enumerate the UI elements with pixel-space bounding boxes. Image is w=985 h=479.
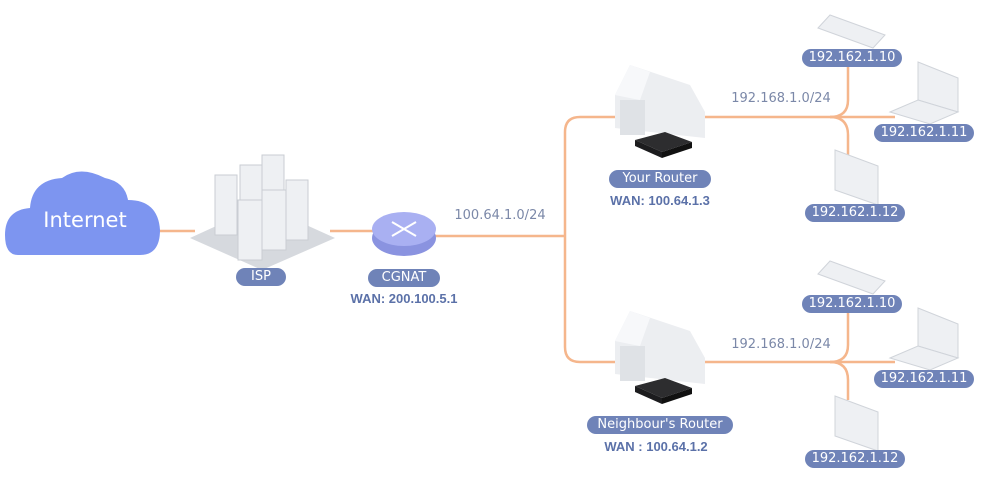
links xyxy=(158,67,895,400)
device-ip: 192.162.1.10 xyxy=(802,49,902,67)
cgnat-wan: WAN: 200.100.5.1 xyxy=(350,291,458,306)
neighbour-house-icon xyxy=(615,311,705,384)
internet-label: Internet xyxy=(43,208,127,232)
link-trunk-routers xyxy=(563,115,615,364)
laptop-base-icon xyxy=(888,345,960,371)
your-lan-subnet: 192.168.1.0/24 xyxy=(731,91,831,106)
neighbour-router-label: Neighbour's Router xyxy=(587,416,733,434)
device-ip: 192.162.1.10 xyxy=(802,295,902,313)
neighbour-lan-subnet: 192.168.1.0/24 xyxy=(731,337,831,352)
monitor-icon xyxy=(834,149,879,206)
device-ip: 192.162.1.12 xyxy=(805,204,905,222)
phone-icon xyxy=(817,260,886,295)
internet-cloud-icon xyxy=(5,171,160,255)
your-router-label: Your Router xyxy=(609,170,711,188)
phone-icon xyxy=(817,14,886,49)
isp-label: ISP xyxy=(236,268,286,286)
neighbour-router-wan: WAN : 100.64.1.2 xyxy=(604,439,708,454)
your-house-icon xyxy=(615,65,705,138)
your-router-device-icon xyxy=(635,132,692,158)
carrier-subnet-label: 100.64.1.0/24 xyxy=(454,208,546,223)
isp-server-icon xyxy=(190,154,335,270)
neighbour-router-device-icon xyxy=(635,378,692,404)
lan-links-bottom xyxy=(705,313,895,400)
cgnat-label: CGNAT xyxy=(368,269,440,287)
cgnat-router-icon xyxy=(372,212,436,256)
lan-links-top xyxy=(705,67,895,155)
monitor-icon xyxy=(834,395,879,452)
device-ip: 192.162.1.11 xyxy=(874,124,974,142)
laptop-base-icon xyxy=(888,99,960,125)
your-router-wan: WAN: 100.64.1.3 xyxy=(610,193,710,208)
device-ip: 192.162.1.12 xyxy=(805,450,905,468)
device-ip: 192.162.1.11 xyxy=(874,370,974,388)
